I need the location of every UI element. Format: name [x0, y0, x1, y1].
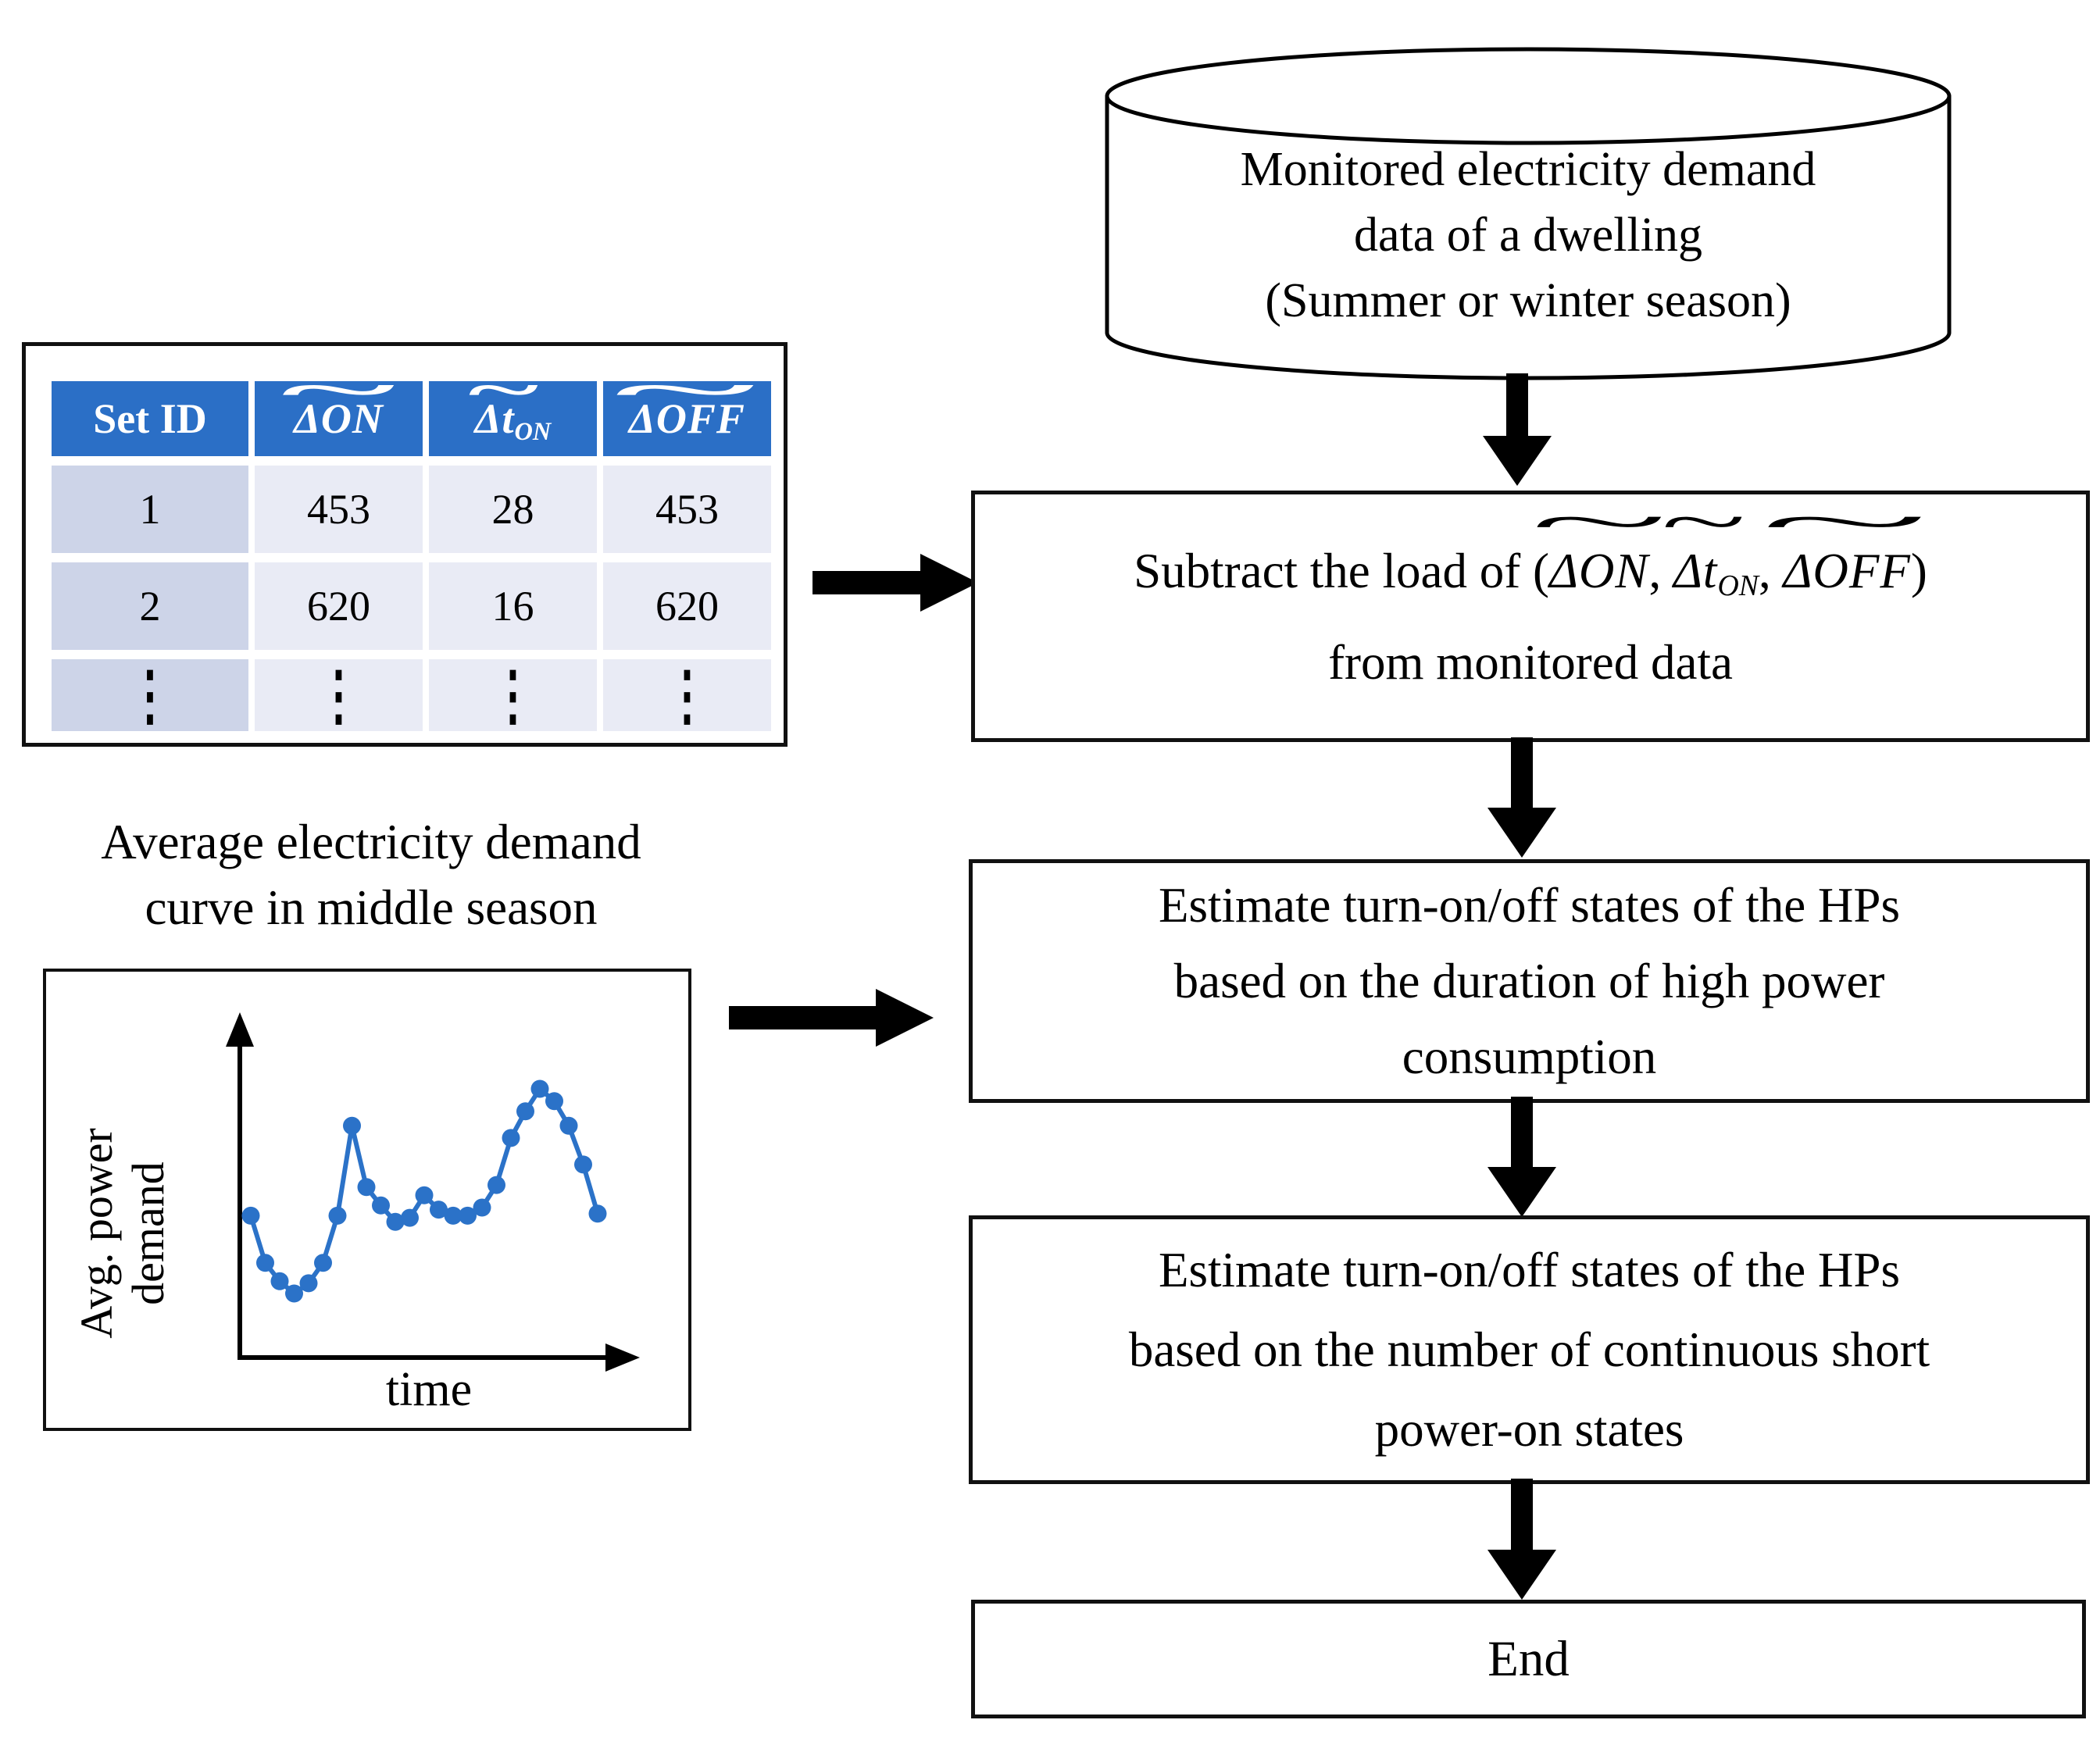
- table-cell: 453: [255, 466, 423, 553]
- table-cell-ellipsis: ⋮: [255, 659, 423, 733]
- wide-tilde-icon: ~: [1661, 487, 1747, 557]
- wide-tilde-icon: ~: [281, 360, 396, 419]
- data-point-marker: [444, 1206, 462, 1225]
- y-axis-arrowhead-icon: [226, 1012, 254, 1047]
- data-point-marker: [299, 1274, 318, 1293]
- process-box-estimate-duration: Estimate turn-on/off states of the HPs b…: [969, 859, 2090, 1103]
- process-box-subtract-load: Subtract the load of (~ΔON, ~ΔtON, ~ΔOFF…: [971, 491, 2090, 742]
- cylinder-line: (Summer or winter season): [1265, 274, 1791, 327]
- wide-tilde-icon: ~: [1759, 487, 1930, 557]
- table-header-delta-on: ~ΔON: [255, 363, 423, 456]
- subtract-line-2: from monitored data: [1328, 634, 1733, 690]
- table-cell: 28: [429, 466, 597, 553]
- wide-tilde-icon: ~: [1530, 487, 1669, 557]
- data-point-marker: [386, 1212, 405, 1231]
- table-header-delta-off: ~ΔOFF: [603, 363, 771, 456]
- demand-line-chart: [226, 1012, 640, 1372]
- arrow-cylinder-to-subtract: [1506, 373, 1528, 437]
- data-point-marker: [473, 1198, 491, 1217]
- data-point-marker: [328, 1206, 347, 1225]
- table-header-set-id: Set ID: [52, 381, 248, 456]
- end-label: End: [1488, 1631, 1570, 1687]
- subtract-line-1: Subtract the load of (~ΔON, ~ΔtON, ~ΔOFF…: [1134, 487, 1930, 603]
- end-box: End: [971, 1600, 2086, 1718]
- arrow-estimate1-to-estimate2: [1511, 1097, 1533, 1169]
- data-store-cylinder: Monitored electricity demand data of a d…: [1103, 22, 1953, 381]
- data-point-marker: [241, 1206, 260, 1225]
- table-cell: 16: [429, 562, 597, 650]
- data-point-marker: [530, 1079, 549, 1098]
- arrow-estimate2-to-end: [1511, 1479, 1533, 1551]
- data-point-marker: [488, 1176, 505, 1194]
- data-point-marker: [588, 1204, 607, 1223]
- data-point-marker: [270, 1272, 289, 1290]
- cylinder-line: Monitored electricity demand: [1240, 143, 1816, 196]
- table-header-delta-t-on: ~ΔtON: [429, 363, 597, 456]
- data-point-marker: [545, 1092, 563, 1111]
- data-point-marker: [314, 1254, 332, 1272]
- data-point-marker: [401, 1208, 419, 1227]
- arrow-subtract-to-estimate1: [1511, 737, 1533, 809]
- data-point-marker: [430, 1201, 448, 1219]
- cylinder-line: data of a dwelling: [1354, 209, 1702, 262]
- wide-tilde-icon: ~: [615, 360, 756, 419]
- cylinder-text: Monitored electricity demand data of a d…: [1134, 114, 1922, 356]
- arrowhead-down-icon: [1488, 808, 1556, 858]
- data-point-marker: [285, 1284, 303, 1303]
- data-point-marker: [516, 1102, 534, 1121]
- table-cell-set-id: 1: [52, 466, 248, 553]
- table-cell-ellipsis: ⋮: [429, 659, 597, 733]
- parameter-table: Set ID ~ΔON ~ΔtON ~ΔOFF 1 453 28 453 2 6…: [52, 363, 771, 733]
- table-cell-ellipsis: ⋮: [603, 659, 771, 733]
- table-cell: 453: [603, 466, 771, 553]
- x-axis-label: time: [385, 1363, 473, 1416]
- avg-demand-chart-panel: Avg. power demand time: [43, 969, 691, 1431]
- data-point-marker: [256, 1254, 274, 1272]
- table-cell: 620: [255, 562, 423, 650]
- data-point-marker: [502, 1129, 520, 1147]
- table-cell-set-id: 2: [52, 562, 248, 650]
- parameter-table-panel: Set ID ~ΔON ~ΔtON ~ΔOFF 1 453 28 453 2 6…: [22, 342, 788, 747]
- wide-tilde-icon: ~: [467, 360, 538, 419]
- data-point-marker: [415, 1186, 434, 1204]
- arrowhead-down-icon: [1483, 436, 1552, 486]
- data-point-marker: [372, 1196, 390, 1215]
- arrowhead-down-icon: [1488, 1167, 1556, 1217]
- data-point-marker: [357, 1178, 376, 1197]
- y-axis-label: Avg. power demand: [71, 1128, 173, 1339]
- data-point-marker: [343, 1116, 361, 1135]
- data-point-marker: [574, 1155, 592, 1174]
- data-point-marker: [559, 1116, 578, 1135]
- cylinder-shape-icon: [1105, 47, 1952, 380]
- table-cell-ellipsis: ⋮: [52, 659, 248, 733]
- process-box-estimate-short-states: Estimate turn-on/off states of the HPs b…: [969, 1215, 2090, 1484]
- arrow-chart-to-estimate1: [729, 1006, 877, 1029]
- demand-curve-markers: [241, 1079, 607, 1303]
- data-point-marker: [459, 1206, 477, 1225]
- arrow-table-to-subtract: [812, 571, 922, 594]
- avg-demand-curve-label: Average electricity demand curve in midd…: [101, 815, 641, 935]
- arrowhead-down-icon: [1488, 1550, 1556, 1600]
- table-cell: 620: [603, 562, 771, 650]
- x-axis-arrowhead-icon: [605, 1343, 640, 1372]
- arrowhead-right-icon: [876, 989, 934, 1047]
- arrowhead-right-icon: [920, 554, 978, 612]
